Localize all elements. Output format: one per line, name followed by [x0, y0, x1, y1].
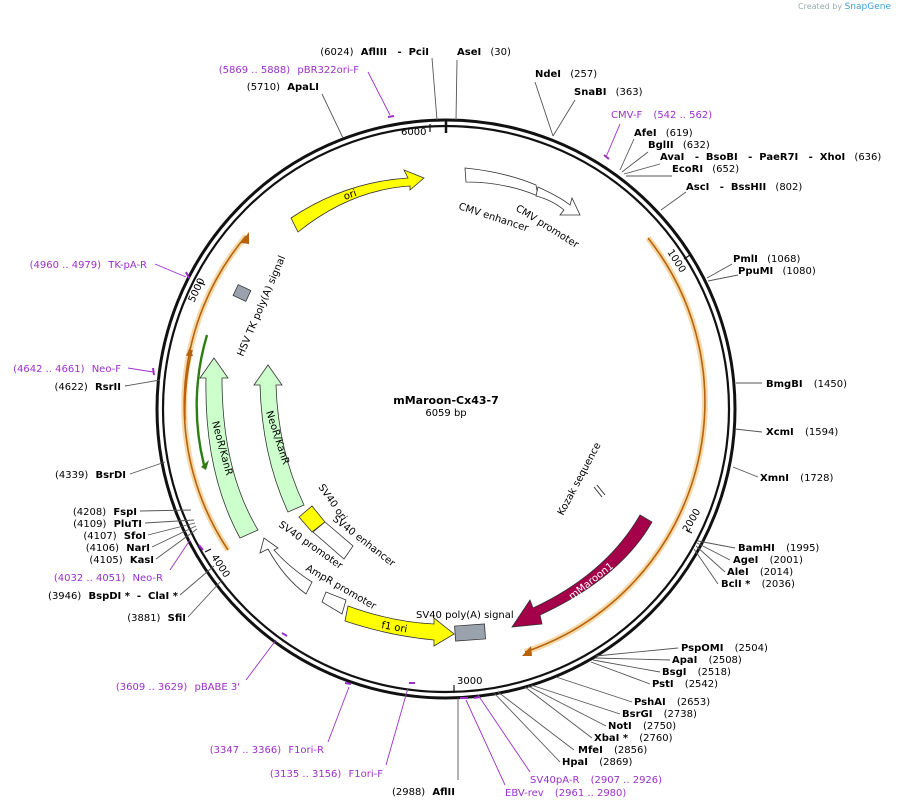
enzyme-label: XcmI (1594) — [766, 427, 838, 438]
enzyme-leaders-left — [124, 57, 459, 780]
enzyme-label: BmgBI (1450) — [766, 379, 847, 390]
enzyme-label: ApaI (2508) — [672, 655, 742, 666]
primer-label: (3609 .. 3629) pBABE 3' — [116, 682, 240, 693]
orf-arc-neo — [183, 235, 247, 551]
feature-kozak-label: Kozak sequence — [556, 441, 604, 517]
enzyme-label: BclI * (2036) — [721, 579, 795, 590]
feature-sv40-polya-box — [454, 623, 486, 642]
enzyme-label: AgeI (2001) — [733, 555, 803, 566]
plasmid-length: 6059 bp — [425, 408, 466, 419]
feature-ori — [290, 169, 425, 233]
primer-label: (3135 .. 3156) F1ori-F — [270, 769, 383, 780]
enzyme-label: EcoRI (652) — [672, 164, 739, 175]
feature-mmaroon1-label: mMaroon1 — [567, 561, 616, 603]
enzyme-label: AfeI (619) — [634, 128, 693, 139]
enzyme-label: PpuMI (1080) — [738, 266, 816, 277]
enzyme-label: (4105) KasI — [89, 555, 154, 566]
feature-ampr-promoter — [321, 591, 347, 615]
primer-label: (4642 .. 4661) Neo-F — [13, 364, 121, 375]
primer-label: (4960 .. 4979) TK-pA-R — [30, 260, 147, 271]
enzyme-label: PmlI (1068) — [733, 254, 800, 265]
primer-label: (4032 .. 4051) Neo-R — [54, 573, 163, 584]
enzyme-label: (3946) BspDI * - ClaI * — [48, 591, 179, 602]
tick-marks — [198, 120, 693, 693]
enzyme-leaders-right — [455, 59, 763, 763]
orf-arc-neo-arrow — [241, 232, 249, 244]
primer-label: EBV-rev (2961 .. 2980) — [505, 788, 626, 799]
tick-3000: 3000 — [457, 676, 482, 687]
feature-sv40-promoter — [259, 537, 313, 595]
primer-label: SV40pA-R (2907 .. 2926) — [530, 775, 662, 786]
snapgene-logo: SnapGene — [844, 2, 891, 12]
enzyme-label: BsrGI (2738) — [622, 709, 697, 720]
orf-arc-green-arrow — [201, 460, 209, 470]
feature-ori-label: ori — [342, 188, 358, 203]
enzyme-label: NdeI (257) — [535, 69, 597, 80]
feature-sv40-polya-label: SV40 poly(A) signal — [416, 610, 514, 621]
enzyme-label: HpaI (2869) — [562, 757, 633, 768]
primer-label: (3347 .. 3366) F1ori-R — [210, 745, 324, 756]
credit-prefix: Created by — [798, 2, 843, 11]
enzyme-label: (4106) NarI — [86, 543, 150, 554]
enzyme-label: (4208) FspI — [73, 507, 137, 518]
feature-mmaroon1 — [511, 514, 653, 628]
enzyme-label: (3881) SfiI — [127, 613, 186, 624]
orf-arc-mmaroon — [524, 237, 706, 653]
feature-hsv-tk-box — [232, 284, 252, 302]
enzyme-label: (2988) AflII — [392, 787, 455, 798]
enzyme-label: NotI (2750) — [608, 721, 676, 732]
enzyme-label: PspOMI (2504) — [681, 643, 768, 654]
plasmid-name: mMaroon-Cx43-7 — [393, 394, 498, 407]
enzyme-label: BamHI (1995) — [738, 543, 819, 554]
snapgene-credit: Created by SnapGene — [798, 2, 891, 12]
orf-arc-arrow — [522, 646, 532, 656]
enzyme-label: AleI (2014) — [727, 567, 793, 578]
primer-markers — [127, 71, 621, 786]
feature-sv40-enhancer — [312, 521, 354, 560]
enzyme-label: (6024) AflIII - PciI — [320, 47, 429, 58]
enzyme-label: PshAI (2653) — [634, 697, 710, 708]
feature-cmv-promoter — [535, 186, 581, 216]
enzyme-label: MfeI (2856) — [578, 745, 647, 756]
enzyme-label: (4622) RsrII — [55, 382, 121, 393]
feature-f1-ori — [344, 605, 455, 647]
enzyme-label: BglII (632) — [648, 140, 710, 151]
orf-arc-mmaroon-halo — [524, 236, 708, 655]
enzyme-label: (4107) SfoI — [83, 531, 146, 542]
enzyme-label: (5710) ApaLI — [247, 82, 319, 93]
orf-arc-green — [195, 334, 209, 466]
feature-neokan-inner — [253, 364, 305, 513]
enzyme-label: AscI - BssHII (802) — [686, 182, 802, 193]
enzyme-label: AvaI - BsoBI - PaeR7I - XhoI (636) — [660, 152, 881, 163]
feature-hsv-tk-label: HSV TK poly(A) signal — [236, 254, 288, 358]
enzyme-label: PstI (2542) — [652, 679, 718, 690]
enzyme-label: AseI (30) — [457, 47, 511, 58]
feature-f1-ori-label: f1 ori — [380, 620, 408, 635]
feature-neokan-outer — [199, 357, 259, 539]
enzyme-label: BsgI (2518) — [662, 667, 731, 678]
tick-6000: 6000 — [401, 127, 426, 138]
primer-label: (5869 .. 5888) pBR322ori-F — [219, 65, 359, 76]
enzyme-label: (4339) BsrDI — [55, 470, 126, 481]
feature-cmv-enhancer — [464, 167, 539, 197]
enzyme-label: XmnI (1728) — [760, 473, 834, 484]
primer-label: CMV-F (542 .. 562) — [611, 110, 712, 121]
enzyme-label: SnaBI (363) — [574, 87, 643, 98]
enzyme-label: (4109) PluTI — [73, 519, 142, 530]
enzyme-label: XbaI * (2760) — [594, 733, 673, 744]
feature-kozak-mark — [593, 486, 603, 498]
